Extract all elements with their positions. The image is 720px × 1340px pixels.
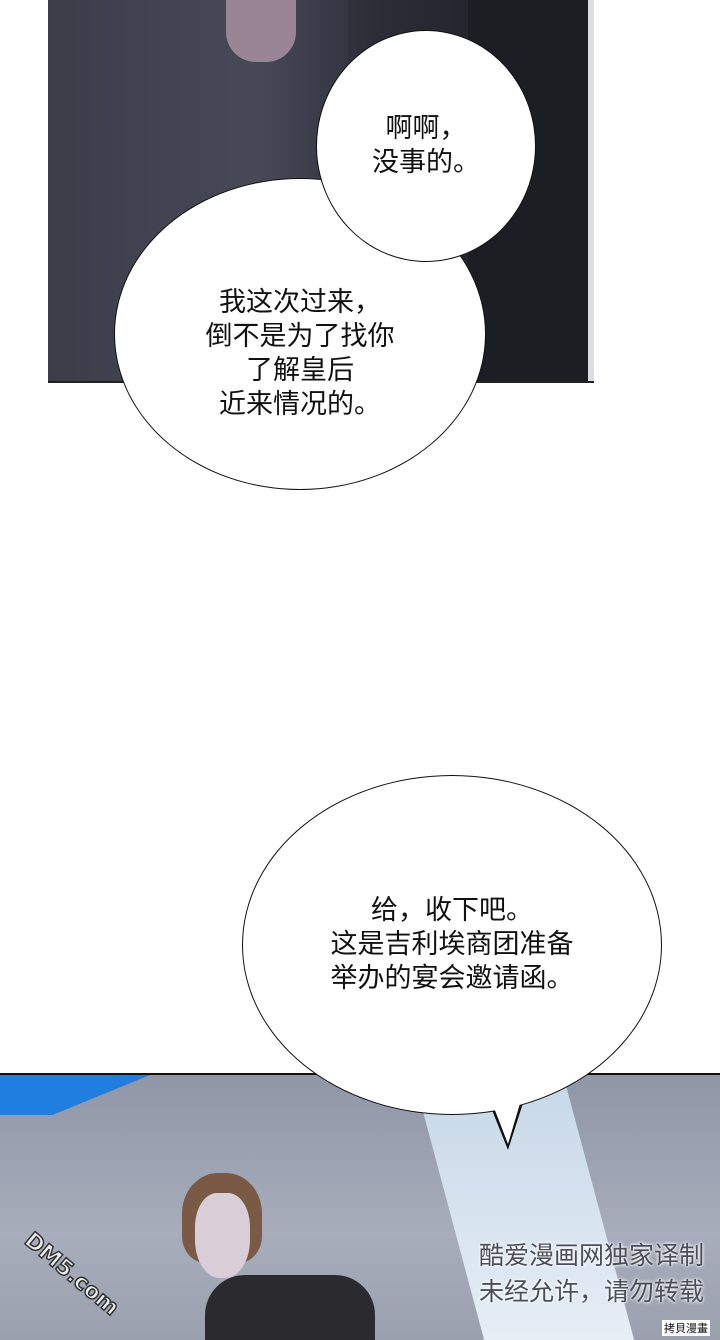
- watermark-line-1: 酷爱漫画网独家译制: [478, 1241, 704, 1270]
- woman-body: [205, 1275, 375, 1340]
- wall-edge: [588, 0, 594, 381]
- watermark-line-2: 未经允许，请勿转载: [478, 1277, 704, 1306]
- speech-bubble-1: 啊啊， 没事的。: [316, 30, 536, 262]
- bubble-3-tail-fill: [491, 1100, 521, 1144]
- hand-figure: [226, 0, 296, 62]
- bottom-comic-panel: 拷貝漫畫: [0, 1073, 720, 1340]
- corner-watermark: 拷貝漫畫: [662, 1320, 710, 1336]
- woman-face: [195, 1193, 250, 1278]
- bubble-3-text: 给，收下吧。 这是吉利埃商团准备 举办的宴会邀请函。: [330, 895, 574, 994]
- speech-bubble-3: 给，收下吧。 这是吉利埃商团准备 举办的宴会邀请函。: [242, 775, 662, 1115]
- bubble-2-text: 我这次过来， 倒不是为了找你 了解皇后 近来情况的。: [205, 287, 395, 420]
- blue-sky: [0, 1075, 150, 1115]
- bubble-1-text: 啊啊， 没事的。: [372, 113, 480, 178]
